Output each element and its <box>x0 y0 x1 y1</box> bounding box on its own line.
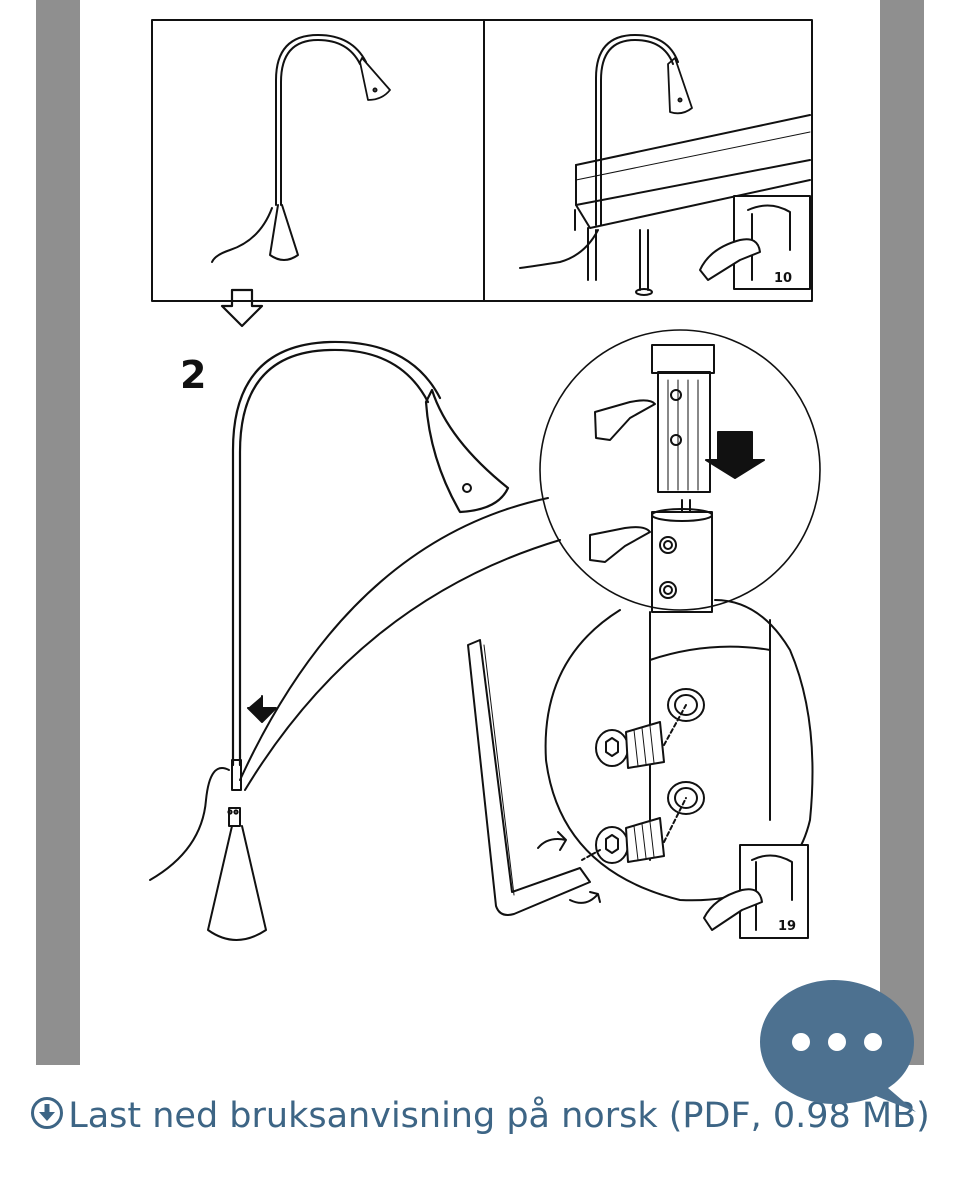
top-panels <box>151 19 813 302</box>
download-manual-label: Last ned bruksanvisning på norsk (PDF, 0… <box>68 1096 930 1136</box>
detail-circle-top <box>539 329 821 613</box>
viewer-right-margin <box>880 0 924 1065</box>
page-ref-bottom-illustration: 19 <box>703 844 809 939</box>
step-number: 2 <box>180 353 206 397</box>
page-ref-top: 10 <box>774 271 792 286</box>
floor-lamp-illustration <box>211 34 391 263</box>
chat-button[interactable] <box>758 978 918 1118</box>
page-ref-bottom: 19 <box>778 919 796 934</box>
bolt-upper <box>595 721 665 769</box>
download-manual-link[interactable]: Last ned bruksanvisning på norsk (PDF, 0… <box>30 1096 930 1136</box>
bed-lamp-illustration: 10 <box>519 34 811 296</box>
pdf-viewer[interactable]: 10 2 <box>0 0 960 1065</box>
download-row: Last ned bruksanvisning på norsk (PDF, 0… <box>0 1090 960 1142</box>
download-circle-icon <box>31 1097 64 1129</box>
step-down-arrow <box>220 288 264 328</box>
allen-key-illustration <box>467 639 601 916</box>
viewer-left-margin <box>36 0 80 1065</box>
main-lamp-illustration <box>149 340 561 941</box>
assembly-illustration: 10 2 <box>149 19 821 941</box>
chat-dots-icon <box>760 980 916 1112</box>
bolt-lower <box>595 817 665 864</box>
